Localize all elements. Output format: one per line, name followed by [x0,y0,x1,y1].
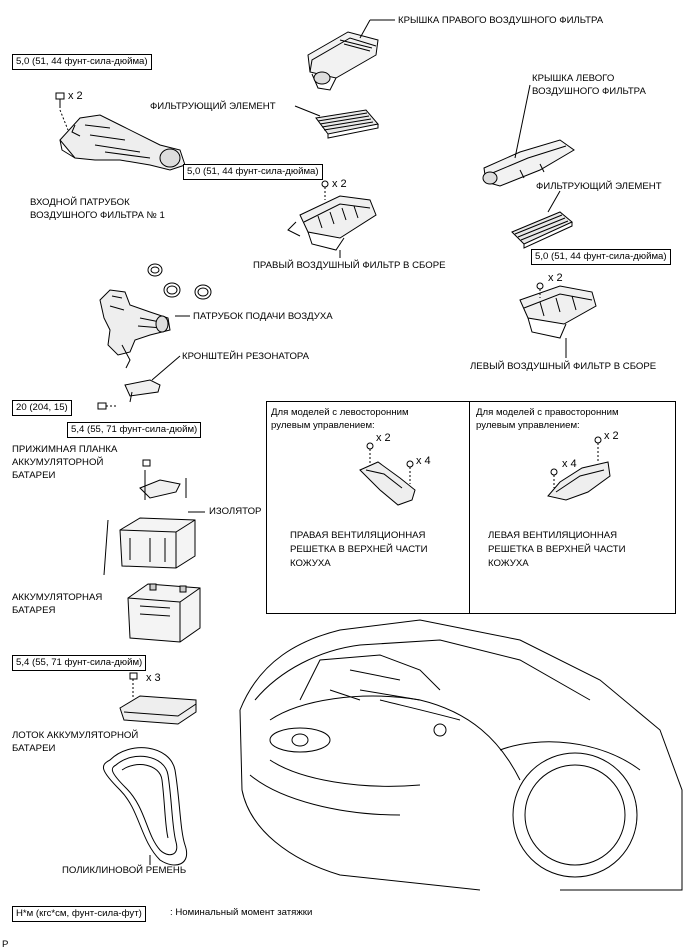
inset-left-title-2: рулевым управлением: [271,420,375,431]
label-air-duct: ПАТРУБОК ПОДАЧИ ВОЗДУХА [193,311,333,322]
inset-left-part-2: РЕШЕТКА В ВЕРХНЕЙ ЧАСТИ [290,544,428,555]
label-right-filter-cover: КРЫШКА ПРАВОГО ВОЗДУШНОГО ФИЛЬТРА [398,15,604,26]
air-cleaner-inlet-drawing [59,114,186,171]
battery-clamp-drawing [139,470,187,500]
label-battery-1: АККУМУЛЯТОРНАЯ [12,592,103,603]
label-inlet-1: ВХОДНОЙ ПАТРУБОК [30,197,130,208]
inset-right-qty-bolts: x 4 [562,458,577,470]
hold-down-rod [103,519,109,576]
label-insulator: ИЗОЛЯТОР [209,506,262,517]
leader-line [547,190,561,213]
label-battery-tray-2: БАТАРЕИ [12,743,56,754]
left-air-filter-assembly-drawing [519,285,597,339]
torque-spec-bracket-bolt: 20 (204, 15) [12,400,72,416]
inset-left-part-3: КОЖУХА [290,558,331,569]
bolt-icon [55,92,69,131]
left-cowl-louver-drawing [547,436,611,501]
leader-line [359,19,371,39]
label-battery-tray-1: ЛОТОК АККУМУЛЯТОРНОЙ [12,730,139,741]
inset-divider [469,402,470,613]
v-ribbed-belt-drawing [102,747,188,866]
label-v-belt: ПОЛИКЛИНОВОЙ РЕМЕНЬ [62,865,187,876]
torque-spec-battery-tray: 5,4 (55, 71 фунт-сила-дюйм) [12,655,147,671]
inset-right-part-3: КОЖУХА [488,558,529,569]
torque-spec-right-filter: 5,0 (51, 44 фунт-сила-дюйма) [183,164,323,180]
vehicle-front-drawing [239,619,683,891]
inset-left-part-1: ПРАВАЯ ВЕНТИЛЯЦИОННАЯ [290,530,426,541]
bolt-icon [321,180,329,200]
label-battery-2: БАТАРЕЯ [12,605,56,616]
inset-left-title-1: Для моделей с левосторонним [271,407,409,418]
resonator-bracket-drawing [124,379,161,403]
label-resonator-bracket: КРОНШТЕЙН РЕЗОНАТОРА [182,351,310,362]
label-left-filter-element: ФИЛЬТРУЮЩИЙ ЭЛЕМЕНТ [536,181,662,192]
inset-right-title-1: Для моделей с правосторонним [476,407,619,418]
right-filter-element-drawing [315,109,379,139]
right-air-filter-cover-drawing [307,31,379,91]
label-right-filter-assembly: ПРАВЫЙ ВОЗДУШНЫЙ ФИЛЬТР В СБОРЕ [253,260,446,271]
legend-description: : Номинальный момент затяжки [170,907,313,918]
bolt-icon [129,672,138,698]
inset-right-part-1: ЛЕВАЯ ВЕНТИЛЯЦИОННАЯ [488,530,618,541]
inset-right-part-2: РЕШЕТКА В ВЕРХНЕЙ ЧАСТИ [488,544,626,555]
nut-icon [142,459,151,467]
label-left-filter-assembly: ЛЕВЫЙ ВОЗДУШНЫЙ ФИЛЬТР В СБОРЕ [470,361,657,372]
label-battery-clamp-1: ПРИЖИМНАЯ ПЛАНКА [12,444,118,455]
legend-torque-unit: Н*м (кгс*см, фунт-сила-фут) [12,906,146,922]
quantity-left-filter-bolts: x 2 [548,272,563,284]
right-air-filter-assembly-drawing [287,195,377,251]
label-inlet-2: ВОЗДУШНОГО ФИЛЬТРА № 1 [30,210,165,221]
hose-clamp-icons [147,263,212,300]
battery-insulator-drawing [119,517,196,569]
torque-spec-left-filter: 5,0 (51, 44 фунт-сила-дюйма) [531,249,671,265]
figure-corner-letter: P [2,939,9,950]
label-battery-clamp-3: БАТАРЕИ [12,470,56,481]
leader-line [514,84,531,159]
torque-spec-battery-clamp: 5,4 (55, 71 фунт-сила-дюйм) [67,422,202,438]
label-battery-clamp-2: АККУМУЛЯТОРНОЙ [12,457,104,468]
quantity-inlet-bolts: x 2 [68,90,83,102]
inset-left-qty-clips: x 2 [376,432,391,444]
leader-line [294,105,321,117]
quantity-tray-bolts: x 3 [146,672,161,684]
bolt-icon [536,282,544,298]
left-air-filter-cover-drawing [482,139,575,187]
inset-right-qty-clips: x 2 [604,430,619,442]
inset-right-title-2: рулевым управлением: [476,420,580,431]
label-right-filter-element: ФИЛЬТРУЮЩИЙ ЭЛЕМЕНТ [150,101,276,112]
label-left-filter-cover-1: КРЫШКА ЛЕВОГО [532,73,615,84]
quantity-right-filter-bolts: x 2 [332,178,347,190]
label-left-filter-cover-2: ВОЗДУШНОГО ФИЛЬТРА [532,86,646,97]
steering-variant-inset [266,401,676,614]
battery-drawing [127,583,201,643]
air-intake-duct-drawing [99,289,171,369]
right-cowl-louver-drawing [359,442,416,506]
battery-tray-drawing [119,695,197,725]
leader-line [151,355,181,381]
torque-spec-inlet-bolt: 5,0 (51, 44 фунт-сила-дюйма) [12,54,152,70]
inset-left-qty-bolts: x 4 [416,455,431,467]
left-filter-element-drawing [511,211,573,249]
bolt-icon [97,402,118,410]
